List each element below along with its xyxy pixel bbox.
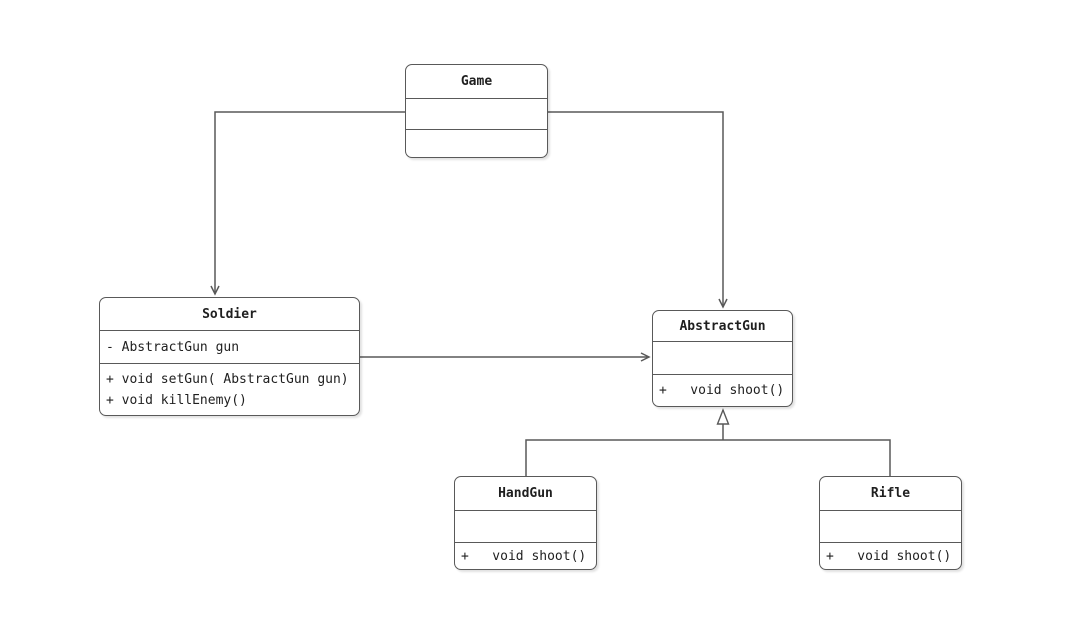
attributes-compartment-abstractgun <box>653 341 792 374</box>
attributes-compartment-soldier: - AbstractGun gun <box>100 330 359 363</box>
class-title-handgun: HandGun <box>498 486 553 501</box>
class-box-rifle[interactable]: Rifle + void shoot() <box>819 476 962 570</box>
method-killenemy: + void killEnemy() <box>106 392 247 408</box>
method-shoot-rifle: + void shoot() <box>826 548 952 564</box>
attributes-compartment-handgun <box>455 510 596 542</box>
methods-compartment-abstractgun: + void shoot() <box>653 374 792 406</box>
methods-compartment-handgun: + void shoot() <box>455 542 596 569</box>
method-shoot-handgun: + void shoot() <box>461 548 587 564</box>
attribute-gun: - AbstractGun gun <box>106 339 240 355</box>
class-box-soldier[interactable]: Soldier - AbstractGun gun + void setGun(… <box>99 297 360 416</box>
methods-compartment-soldier: + void setGun( AbstractGun gun) + void k… <box>100 363 359 415</box>
class-title-soldier: Soldier <box>202 306 257 322</box>
connector-game-to-soldier <box>210 111 405 296</box>
class-box-handgun[interactable]: HandGun + void shoot() <box>454 476 597 570</box>
attributes-compartment-rifle <box>820 510 961 542</box>
methods-compartment-game <box>406 129 547 157</box>
connector-game-to-abstractgun <box>548 111 728 309</box>
class-title-abstractgun: AbstractGun <box>679 318 766 334</box>
class-title-game: Game <box>460 74 493 89</box>
class-box-game[interactable]: Game <box>405 64 548 158</box>
method-shoot-abstractgun: + void shoot() <box>659 383 785 398</box>
methods-compartment-rifle: + void shoot() <box>820 542 961 569</box>
class-title-rifle: Rifle <box>870 486 911 501</box>
connector-subclasses-branch <box>525 439 891 476</box>
attributes-compartment-game <box>406 98 547 129</box>
class-box-abstractgun[interactable]: AbstractGun + void shoot() <box>652 310 793 407</box>
method-setgun: + void setGun( AbstractGun gun) <box>106 371 349 387</box>
